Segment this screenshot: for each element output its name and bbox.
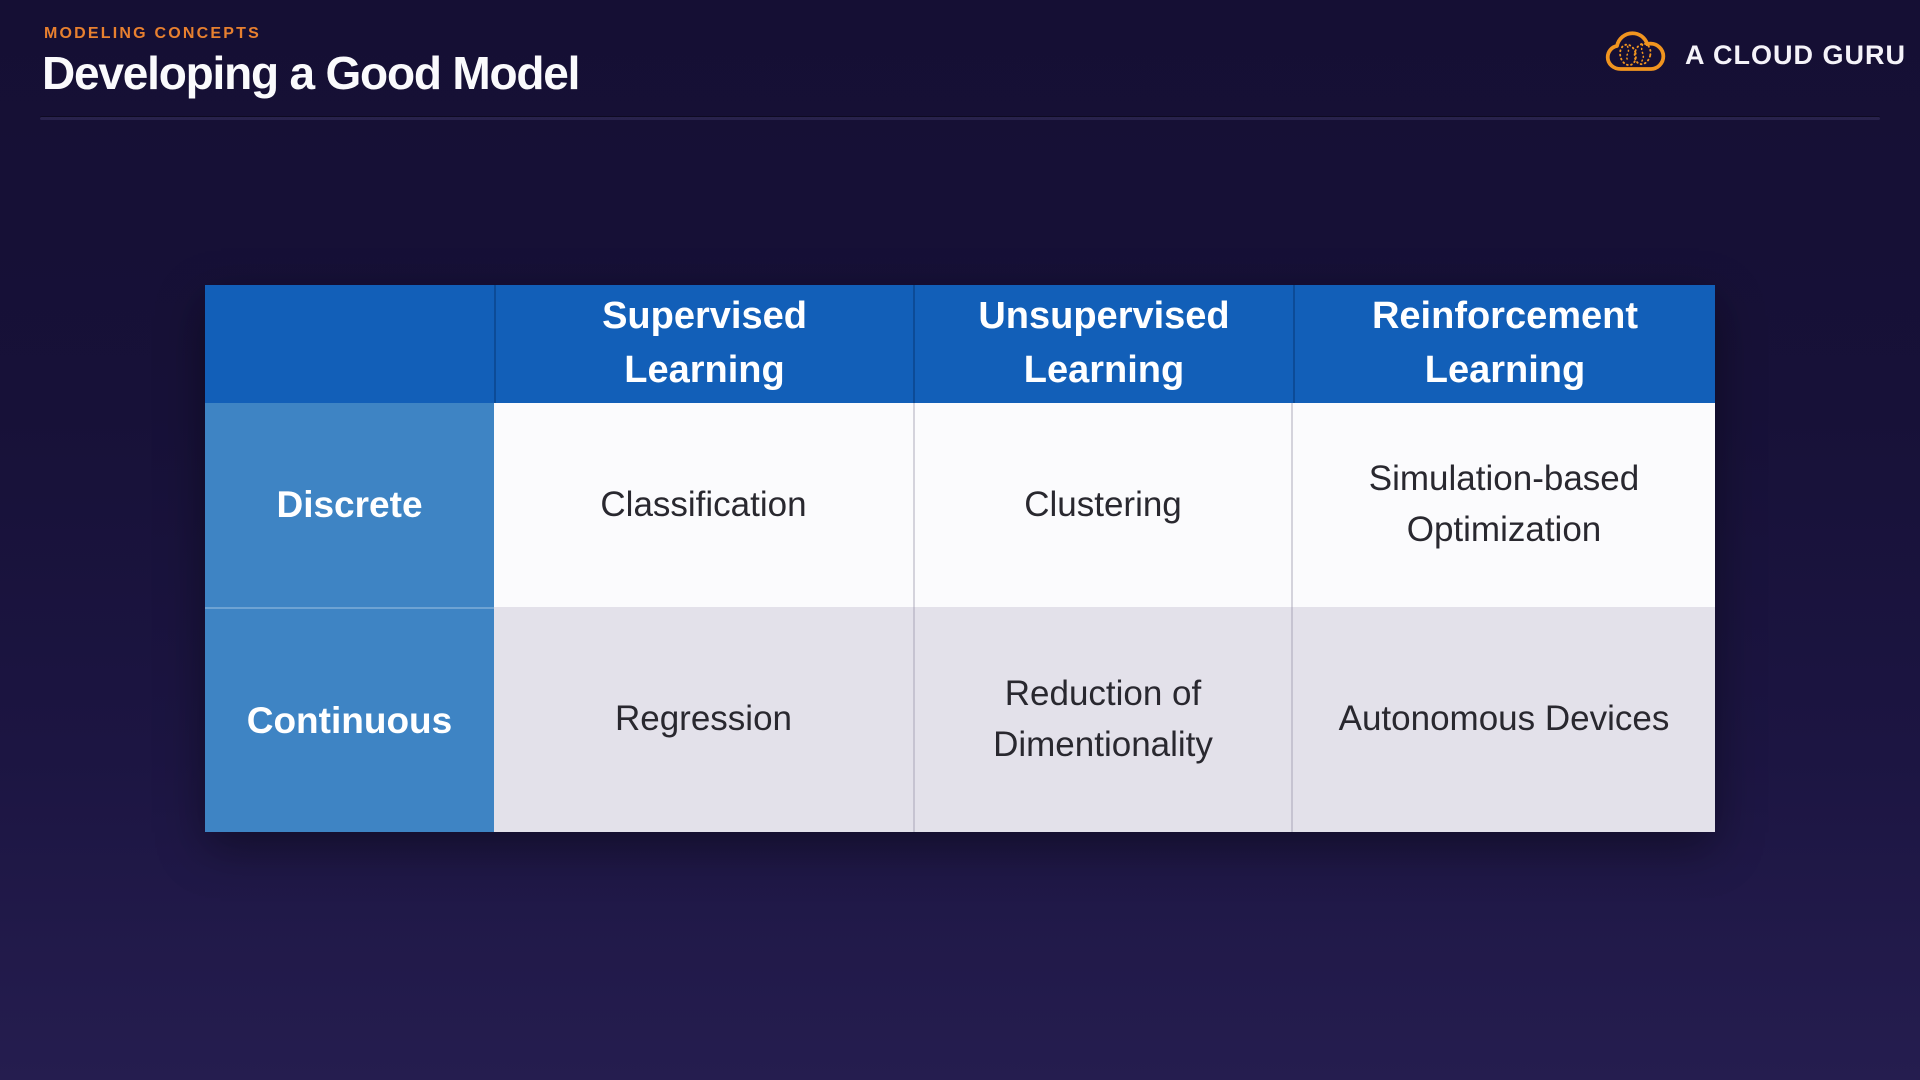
page-title: Developing a Good Model <box>42 47 580 99</box>
header-divider <box>40 117 1880 120</box>
eyebrow-label: MODELING CONCEPTS <box>44 25 261 42</box>
column-header-supervised-learning: Supervised Learning <box>494 285 913 403</box>
cell-discrete-reinforcement: Simulation-based Optimization <box>1293 403 1715 607</box>
row-header-continuous: Continuous <box>205 607 494 832</box>
table-corner-cell <box>205 285 494 403</box>
cloud-guru-cloud-icon <box>1603 28 1669 83</box>
model-types-table: Supervised Learning Unsupervised Learnin… <box>205 285 1715 832</box>
cell-discrete-unsupervised: Clustering <box>913 403 1293 607</box>
column-header-unsupervised-learning: Unsupervised Learning <box>913 285 1293 403</box>
acg-logo: A CLOUD GURU <box>1603 28 1906 82</box>
cell-continuous-unsupervised: Reduction of Dimentionality <box>913 607 1293 832</box>
column-header-label: Supervised Learning <box>602 295 807 391</box>
cell-continuous-reinforcement: Autonomous Devices <box>1293 607 1715 832</box>
logo-text: A CLOUD GURU <box>1685 39 1906 70</box>
column-header-label: Unsupervised Learning <box>978 295 1230 391</box>
column-header-reinforcement-learning: Reinforcement Learning <box>1293 285 1715 403</box>
row-header-discrete: Discrete <box>205 403 494 607</box>
column-header-label: Reinforcement Learning <box>1371 295 1639 391</box>
cell-continuous-supervised: Regression <box>494 607 913 832</box>
cell-discrete-supervised: Classification <box>494 403 913 607</box>
